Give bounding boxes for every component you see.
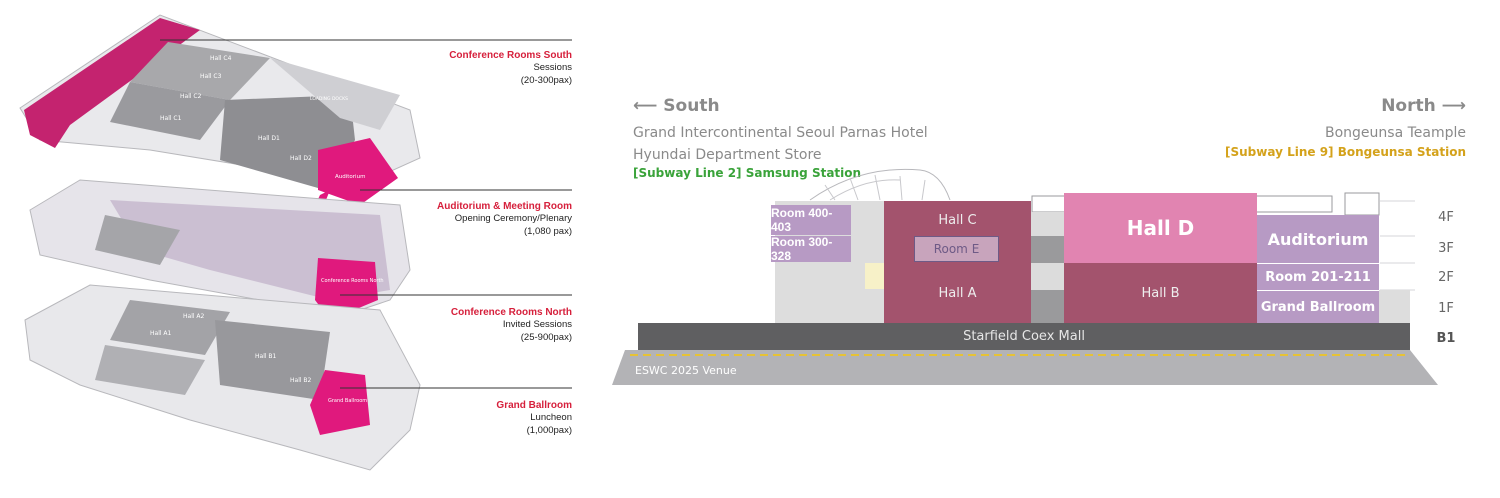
hall-a: Hall A	[884, 263, 1031, 323]
south-landmark-department-store: Hyundai Department Store	[633, 147, 822, 163]
hall-b-label: Hall B	[1141, 285, 1180, 301]
map-label-hall-c4: Hall C4	[210, 55, 232, 62]
room-300-328: Room 300-328	[771, 235, 851, 263]
room-201-211: Room 201-211	[1257, 264, 1379, 290]
lower-floor-plan: Hall A1 Hall A2 Hall B1 Hall B2 Grand Ba…	[24, 284, 421, 471]
floor-label-4f: 4F	[1438, 210, 1454, 225]
starfield-coex-mall: Starfield Coex Mall	[638, 323, 1410, 350]
south-wing-light-cell	[865, 263, 885, 289]
conference-rooms-north-block-map	[315, 258, 378, 320]
callout-conference-rooms-north: Conference Rooms North Invited Sessions …	[451, 307, 572, 344]
callout-title: Conference Rooms South	[449, 50, 572, 61]
room-300-328-label: Room 300-328	[771, 235, 833, 263]
floor-label-2f: 2F	[1438, 270, 1454, 285]
auditorium-label: Auditorium	[1267, 229, 1369, 249]
grand-ballroom-block-map	[310, 370, 370, 435]
hall-a-label: Hall A	[938, 285, 977, 301]
map-label-hall-c2: Hall C2	[180, 93, 202, 100]
upper-floor-plan: Hall C4 Hall C3 Hall C2 Hall C1 Hall D1 …	[19, 14, 421, 212]
map-label-auditorium: Auditorium	[335, 174, 365, 180]
map-label-hall-b2: Hall B2	[290, 377, 312, 384]
callout-subtitle: Luncheon	[530, 412, 572, 423]
callout-capacity: (1,000pax)	[526, 425, 572, 436]
ground-platform	[612, 350, 1438, 385]
callout-title: Auditorium & Meeting Room	[437, 201, 572, 212]
room-400-403: Room 400-403	[771, 205, 851, 235]
callout-grand-ballroom: Grand Ballroom Luncheon (1,000pax)	[496, 400, 572, 437]
hall-b: Hall B	[1064, 263, 1257, 323]
isometric-floor-map-drawing: Hall C4 Hall C3 Hall C2 Hall C1 Hall D1 …	[19, 14, 572, 471]
starfield-coex-mall-label: Starfield Coex Mall	[963, 329, 1085, 344]
callout-title: Conference Rooms North	[450, 307, 572, 318]
room-e-label: Room E	[933, 242, 980, 256]
room-201-211-label: Room 201-211	[1265, 269, 1371, 285]
south-landmark-hotel: Grand Intercontinental Seoul Parnas Hote…	[633, 125, 928, 141]
map-label-hall-a1: Hall A1	[150, 330, 172, 337]
callout-conference-rooms-south: Conference Rooms South Sessions (20-300p…	[449, 50, 572, 87]
south-subway-station: [Subway Line 2] Samsung Station	[633, 166, 862, 180]
callout-capacity: (1,080 pax)	[523, 226, 572, 237]
grand-ballroom-label: Grand Ballroom	[1260, 299, 1376, 315]
middle-floor-plan: Conference Rooms North	[29, 179, 411, 321]
map-label-hall-b1: Hall B1	[255, 353, 277, 360]
map-label-grand-ballroom: Grand Ballroom	[328, 398, 367, 404]
isometric-floor-map: Hall C4 Hall C3 Hall C2 Hall C1 Hall D1 …	[0, 0, 600, 493]
south-direction-label: ⟵ South	[633, 96, 720, 116]
map-label-hall-c3: Hall C3	[200, 73, 222, 80]
conference-rooms-south-block	[24, 18, 200, 148]
north-direction-label: North ⟶	[1381, 96, 1466, 116]
map-label-hall-a2: Hall A2	[183, 313, 205, 320]
connector-corridor-upper	[1031, 236, 1064, 263]
map-label-conference-rooms-north: Conference Rooms North	[321, 278, 384, 284]
floor-label-1f: 1F	[1438, 301, 1454, 316]
venue-label: ESWC 2025 Venue	[635, 364, 737, 377]
auditorium: Auditorium	[1257, 215, 1379, 263]
auditorium-block-map	[318, 138, 398, 205]
callout-subtitle: Invited Sessions	[502, 319, 572, 330]
north-landmark-temple: Bongeunsa Teample	[1324, 125, 1466, 141]
grand-ballroom: Grand Ballroom	[1257, 291, 1379, 323]
room-400-403-label: Room 400-403	[771, 206, 833, 234]
room-e: Room E	[914, 236, 999, 262]
hall-d: Hall D	[1064, 193, 1257, 263]
hall-d-label: Hall D	[1126, 216, 1195, 240]
callout-subtitle: Sessions	[533, 62, 572, 73]
map-label-hall-d2: Hall D2	[290, 155, 312, 162]
building-cross-section: ⟵ South North ⟶ Grand Intercontinental S…	[600, 0, 1500, 493]
map-label-hall-d1: Hall D1	[258, 135, 280, 142]
callout-capacity: (25-900pax)	[520, 332, 572, 343]
callout-title: Grand Ballroom	[496, 400, 572, 411]
connector-corridor-lower	[1031, 290, 1064, 323]
north-subway-station: [Subway Line 9] Bongeunsa Station	[1225, 145, 1466, 159]
floor-label-b1: B1	[1436, 331, 1456, 346]
callout-leader-lines	[160, 39, 572, 389]
callout-subtitle: Opening Ceremony/Plenary	[454, 213, 572, 224]
map-label-loading-docks: LOADING DOCKS	[310, 96, 348, 102]
callout-capacity: (20-300pax)	[520, 75, 572, 86]
north-edge-block	[1379, 290, 1410, 323]
hall-c-label: Hall C	[938, 213, 977, 228]
map-label-hall-c1: Hall C1	[160, 115, 182, 122]
callout-auditorium: Auditorium & Meeting Room Opening Ceremo…	[437, 201, 572, 238]
floor-label-3f: 3F	[1438, 241, 1454, 256]
